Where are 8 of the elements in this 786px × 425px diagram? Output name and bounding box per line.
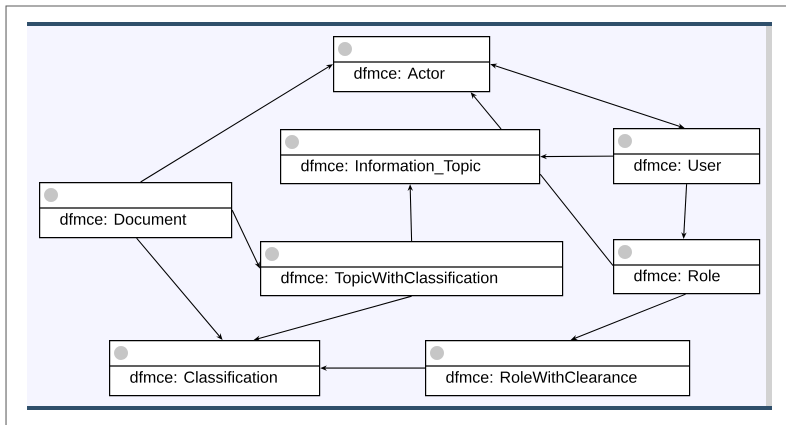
class-box: dfmce: Role — [613, 239, 760, 294]
class-box: dfmce: RoleWithClearance — [425, 340, 690, 396]
class-box: dfmce: User — [613, 128, 760, 184]
class-box: dfmce: Classification — [109, 340, 320, 396]
class-box: dfmce: Information_Topic — [280, 129, 540, 184]
class-box: dfmce: Document — [39, 182, 232, 238]
class-box: dfmce: TopicWithClassification — [260, 241, 564, 296]
class-box: dfmce: Actor — [333, 36, 490, 92]
